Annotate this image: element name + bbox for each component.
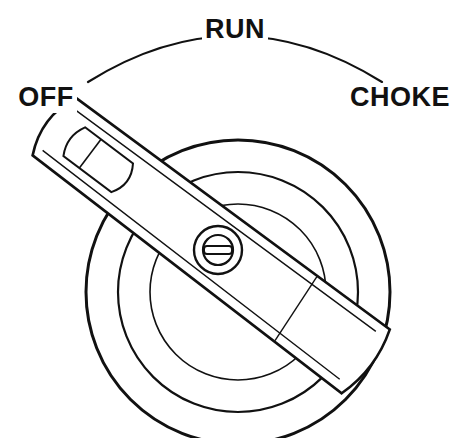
centre-screw: [194, 226, 242, 274]
position-label: OFF: [15, 83, 77, 113]
position-label: RUN: [202, 15, 268, 45]
position-label: CHOKE: [347, 83, 453, 113]
switch-handle: [23, 90, 395, 398]
